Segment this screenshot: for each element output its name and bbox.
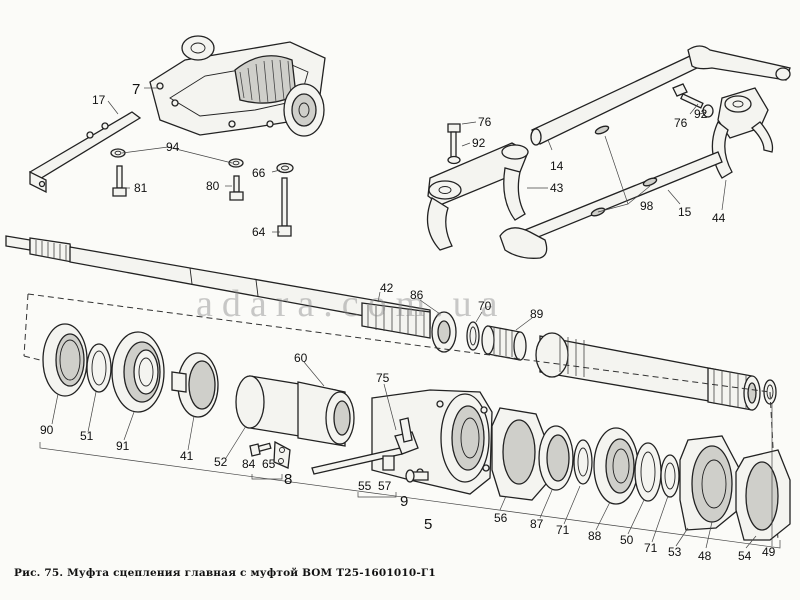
washer-94-right [228,158,244,168]
fork-43 [426,142,529,251]
callout-51: 51 [80,429,94,443]
callout-53: 53 [668,545,682,559]
ring-70 [466,321,480,351]
clamp-41 [171,352,219,418]
cover-53 [679,435,741,531]
rod-15 [499,151,723,259]
seal-87 [538,425,574,491]
callout-88: 88 [588,529,602,543]
bracket-17 [28,111,142,194]
callout-43: 43 [550,181,564,195]
callout-80: 80 [206,179,220,193]
fork-44 [711,87,774,179]
leader-lines [51,87,773,549]
callout-66: 66 [252,166,266,180]
washer-92-right [702,104,714,118]
ring-51 [86,343,112,393]
callout-94: 94 [166,140,180,154]
callout-50: 50 [620,533,634,547]
clutch-housing-5 [371,389,493,495]
callout-8: 8 [284,471,292,488]
ring-50 [634,442,662,502]
pin-55 [382,455,395,471]
callout-14: 14 [550,159,564,173]
bolt-76-right [672,83,704,109]
ring-71-right [660,454,680,498]
callout-54: 54 [738,549,752,563]
callout-84: 84 [242,457,256,471]
gasket-54 [735,449,791,541]
shaft-42 [5,235,431,339]
callout-87: 87 [530,517,544,531]
washer-94-left [110,148,126,158]
callout-98: 98 [640,199,654,213]
callout-15: 15 [678,205,692,219]
bolt-81 [112,165,127,197]
callout-9: 9 [400,493,408,510]
group-5-bracket [39,442,781,549]
callout-60: 60 [294,351,308,365]
callout-76-left: 76 [478,115,492,129]
sleeve-60 [297,381,355,447]
bearing-91 [111,331,165,413]
callout-57: 57 [378,479,392,493]
ring-71-left [573,439,593,485]
callout-65: 65 [262,457,276,471]
callout-92-right: 92 [694,107,708,121]
callout-75: 75 [376,371,390,385]
callout-44: 44 [712,211,726,225]
lever-75 [311,417,419,475]
callout-52: 52 [214,455,228,469]
callout-7: 7 [132,81,140,98]
callout-76-right: 76 [674,116,688,130]
callout-70: 70 [478,299,492,313]
washer-92-left [447,155,461,165]
watermark: adara.com.ua [196,283,507,325]
washer-66 [276,162,294,174]
callout-92-left: 92 [472,136,486,150]
callout-55: 55 [358,479,372,493]
bolt-84 [249,442,272,457]
callout-56: 56 [494,511,508,525]
callout-64: 64 [252,225,266,239]
callout-91: 91 [116,439,130,453]
bearing-89 [481,325,527,361]
callout-86: 86 [410,288,424,302]
bearing-88 [593,427,639,505]
callout-90: 90 [40,423,54,437]
callout-48: 48 [698,549,712,563]
plate-65 [273,440,291,469]
hollow-shaft [535,332,761,411]
gasket-56 [491,407,547,501]
callout-5: 5 [424,516,432,533]
pin-57 [405,469,429,483]
seal-90 [42,323,88,397]
group-9-bracket [357,492,397,498]
callout-81: 81 [134,181,148,195]
callout-49: 49 [762,545,776,559]
callout-42: 42 [380,281,394,295]
pin-98 [594,125,610,135]
callout-41: 41 [180,449,194,463]
rod-14 [530,45,791,146]
callout-71-left: 71 [556,523,570,537]
assembly-boundary [23,293,779,541]
callout-17: 17 [92,93,106,107]
callout-89: 89 [530,307,544,321]
callout-71-right: 71 [644,541,658,555]
group-8-bracket [251,474,283,480]
ring-86 [431,311,457,353]
figure-caption: Рис. 75. Муфта сцепления главная с муфто… [14,567,436,579]
bolt-76-left [447,123,461,159]
housing-7 [149,35,326,137]
bolt-64 [277,177,292,237]
bolt-80 [229,175,244,201]
